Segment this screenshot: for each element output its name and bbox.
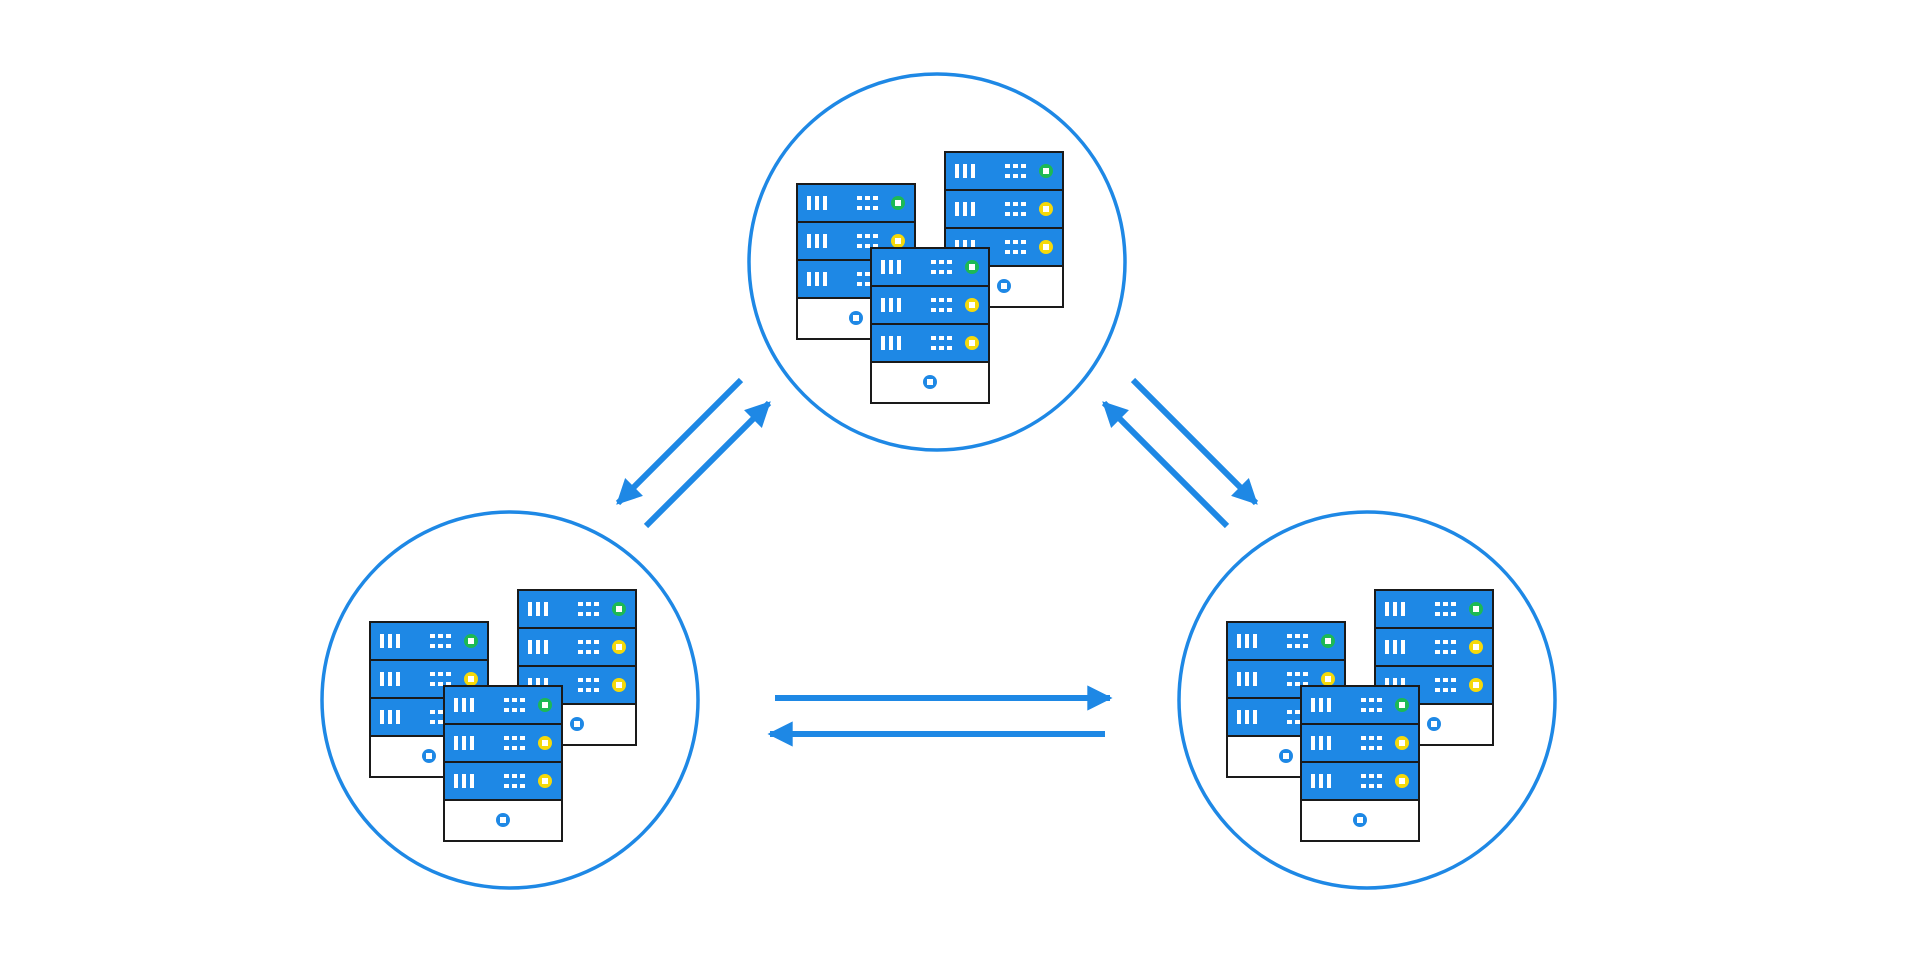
arrow-left-to-top — [643, 400, 772, 529]
arrow-top-to-left — [615, 377, 744, 506]
link-left-right — [767, 685, 1113, 747]
server-cluster-icon — [797, 152, 1063, 403]
node-top — [747, 72, 1127, 452]
server-cluster-icon — [370, 590, 636, 841]
arrow-right-to-top — [1101, 400, 1230, 529]
link-top-left — [615, 377, 772, 529]
node-ring — [1177, 510, 1557, 890]
server-cluster-icon — [1227, 590, 1493, 841]
node-right — [1177, 510, 1557, 890]
link-top-right — [1101, 377, 1259, 529]
node-ring — [320, 510, 700, 890]
node-left — [320, 510, 700, 890]
arrow-top-to-right — [1130, 377, 1259, 506]
node-ring — [747, 72, 1127, 452]
